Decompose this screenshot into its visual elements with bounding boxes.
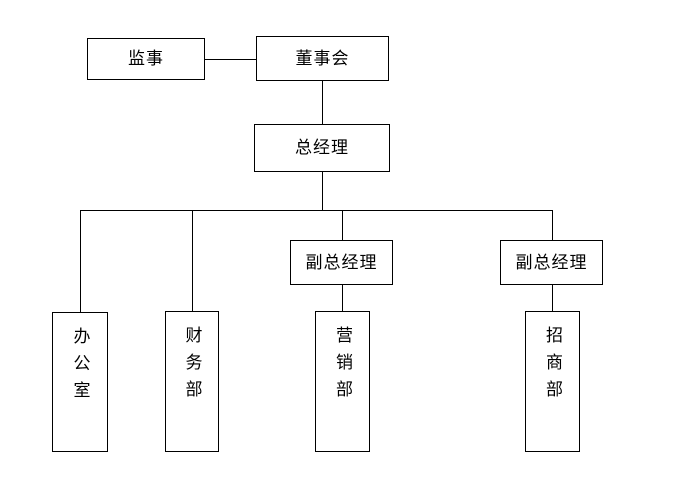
node-finance-department-label: 财务部 xyxy=(182,326,202,407)
connector-deputy-gm-1-to-marketing xyxy=(342,285,343,311)
node-deputy-general-manager-2[interactable]: 副总经理 xyxy=(500,240,603,285)
node-deputy-general-manager-1[interactable]: 副总经理 xyxy=(290,240,393,285)
node-board-of-directors[interactable]: 董事会 xyxy=(256,36,389,81)
connector-board-to-general-manager xyxy=(322,81,323,124)
node-deputy-general-manager-1-label: 副总经理 xyxy=(305,252,378,272)
node-general-manager-label: 总经理 xyxy=(295,138,349,158)
node-board-of-directors-label: 董事会 xyxy=(295,48,350,68)
node-office-label: 办公室 xyxy=(70,327,90,408)
connector-bus-to-deputy-gm-2 xyxy=(552,210,553,240)
connector-supervisor-to-board xyxy=(205,59,256,60)
connector-distribution-bus xyxy=(80,210,553,211)
connector-bus-to-deputy-gm-1 xyxy=(342,210,343,240)
node-investment-department-label: 招商部 xyxy=(543,326,562,407)
node-marketing-department[interactable]: 营销部 xyxy=(315,311,370,452)
node-deputy-general-manager-2-label: 副总经理 xyxy=(515,252,588,272)
node-supervisor-label: 监事 xyxy=(128,49,164,69)
node-supervisor[interactable]: 监事 xyxy=(87,38,205,80)
connector-deputy-gm-2-to-investment xyxy=(552,285,553,311)
node-finance-department[interactable]: 财务部 xyxy=(165,311,219,452)
node-office[interactable]: 办公室 xyxy=(52,312,108,452)
connector-bus-to-office xyxy=(80,210,81,312)
node-general-manager[interactable]: 总经理 xyxy=(254,124,390,172)
node-investment-department[interactable]: 招商部 xyxy=(525,311,580,452)
connector-bus-to-finance xyxy=(192,210,193,311)
node-marketing-department-label: 营销部 xyxy=(333,326,352,407)
connector-general-manager-to-bus xyxy=(322,172,323,211)
